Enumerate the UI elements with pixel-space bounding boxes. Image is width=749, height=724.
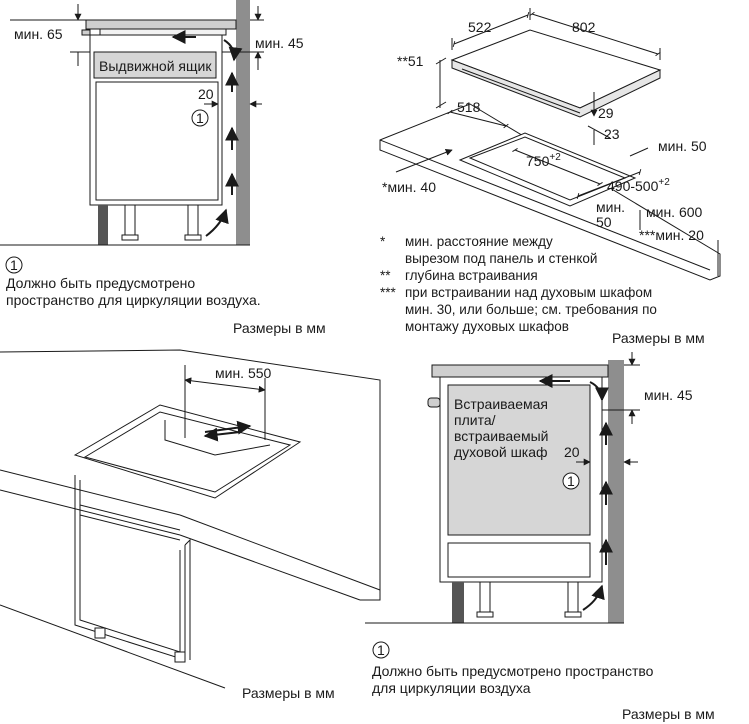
legend-circle-1	[5, 256, 23, 274]
units-panel3: Размеры в мм	[242, 685, 335, 701]
dim-min65: мин. 65	[14, 26, 63, 42]
legend1-line1: Должно быть предусмотрено	[6, 275, 195, 291]
note-3-line-1: при встраивании над духовым шкафом	[405, 285, 652, 300]
dim-51: **51	[397, 53, 424, 69]
ref-circle-oven	[562, 472, 580, 490]
legend-circle-oven	[372, 641, 390, 659]
units-panel2: Размеры в мм	[612, 330, 705, 346]
front-handle	[81, 29, 91, 36]
dim-522: 522	[468, 19, 492, 35]
panel-drawer-cabinet: Выдвижной ящик мин. 65 мин. 45	[0, 0, 326, 336]
dim-min45: мин. 45	[255, 35, 304, 51]
ref-circle-1	[191, 109, 209, 127]
note-1-line-1: мин. расстояние между	[405, 234, 553, 249]
wall	[236, 0, 250, 245]
panel-builtin-oven: Встраиваемая плита/ встраиваемый духовой…	[365, 352, 715, 722]
dim-min50: мин. 50	[658, 138, 707, 154]
dim-min20: ***мин. 20	[639, 227, 704, 243]
dim-min600: мин. 600	[646, 204, 703, 220]
oven-line1: Встраиваемая	[454, 396, 548, 412]
hob-body	[99, 28, 227, 36]
oven-line4: духовой шкаф	[454, 444, 548, 460]
dim-min550: мин. 550	[215, 365, 272, 381]
oven-body	[447, 384, 591, 536]
plinth-left	[98, 205, 108, 245]
worktop-oven	[431, 364, 609, 378]
plinth-oven	[452, 582, 464, 623]
cabinet-inner	[95, 81, 219, 201]
note-mark-1: *	[380, 234, 386, 249]
legend-circle-1-label: 1	[10, 257, 18, 273]
dim-min45-oven: мин. 45	[644, 387, 693, 403]
drawer-label: Выдвижной ящик	[99, 58, 212, 74]
note-3-line-2: мин. 30, или больше; см. требования по	[405, 302, 657, 317]
iso-cabinet	[74, 475, 186, 661]
drawer	[93, 51, 217, 79]
dim-min40: *мин. 40	[382, 179, 436, 195]
dim-29: 29	[598, 105, 614, 121]
hob-glass-top	[450, 29, 662, 109]
ref-circle-1-label: 1	[196, 110, 204, 126]
legend4-line2: для циркуляции воздуха	[372, 680, 531, 696]
dim-20-oven: 20	[564, 444, 580, 460]
dim-20: 20	[198, 86, 214, 102]
footnotes: * мин. расстояние между вырезом под пане…	[380, 234, 657, 334]
note-1-line-2: вырезом под панель и стенкой	[405, 251, 597, 266]
panel-isometric-cabinet: мин. 550 Размеры в мм	[0, 349, 381, 701]
dim-min-lower: мин.	[596, 199, 625, 215]
dim-490: 490-500+2	[607, 177, 670, 194]
oven-line3: встраиваемый	[454, 428, 548, 444]
units-panel4: Размеры в мм	[622, 706, 715, 722]
iso-worktop	[0, 349, 381, 601]
dim-50-lower: 50	[596, 214, 612, 230]
legend1-line2: пространство для циркуляции воздуха.	[6, 292, 261, 308]
note-3-line-3: монтажу духовых шкафов	[405, 319, 569, 334]
panel-cutout-dimensions: 522 802 **51 518 29 23 750+2 мин. 50 490…	[379, 8, 721, 346]
wall-oven	[608, 360, 624, 623]
dim-750: 750+2	[526, 152, 561, 169]
worktop	[85, 19, 237, 30]
note-mark-3: ***	[380, 285, 397, 300]
legend-circle-oven-label: 1	[377, 642, 385, 658]
ref-circle-oven-label: 1	[567, 473, 575, 489]
dim-23: 23	[604, 126, 620, 142]
units-panel1: Размеры в мм	[233, 320, 326, 336]
dim-802: 802	[572, 19, 596, 35]
oven-handle	[427, 397, 441, 408]
note-2-line-1: глубина встраивания	[405, 268, 538, 283]
legend4-line1: Должно быть предусмотрено пространство	[372, 663, 654, 679]
oven-line2: плита/	[454, 412, 496, 428]
dim-518: 518	[457, 99, 481, 115]
note-mark-2: **	[380, 268, 391, 283]
